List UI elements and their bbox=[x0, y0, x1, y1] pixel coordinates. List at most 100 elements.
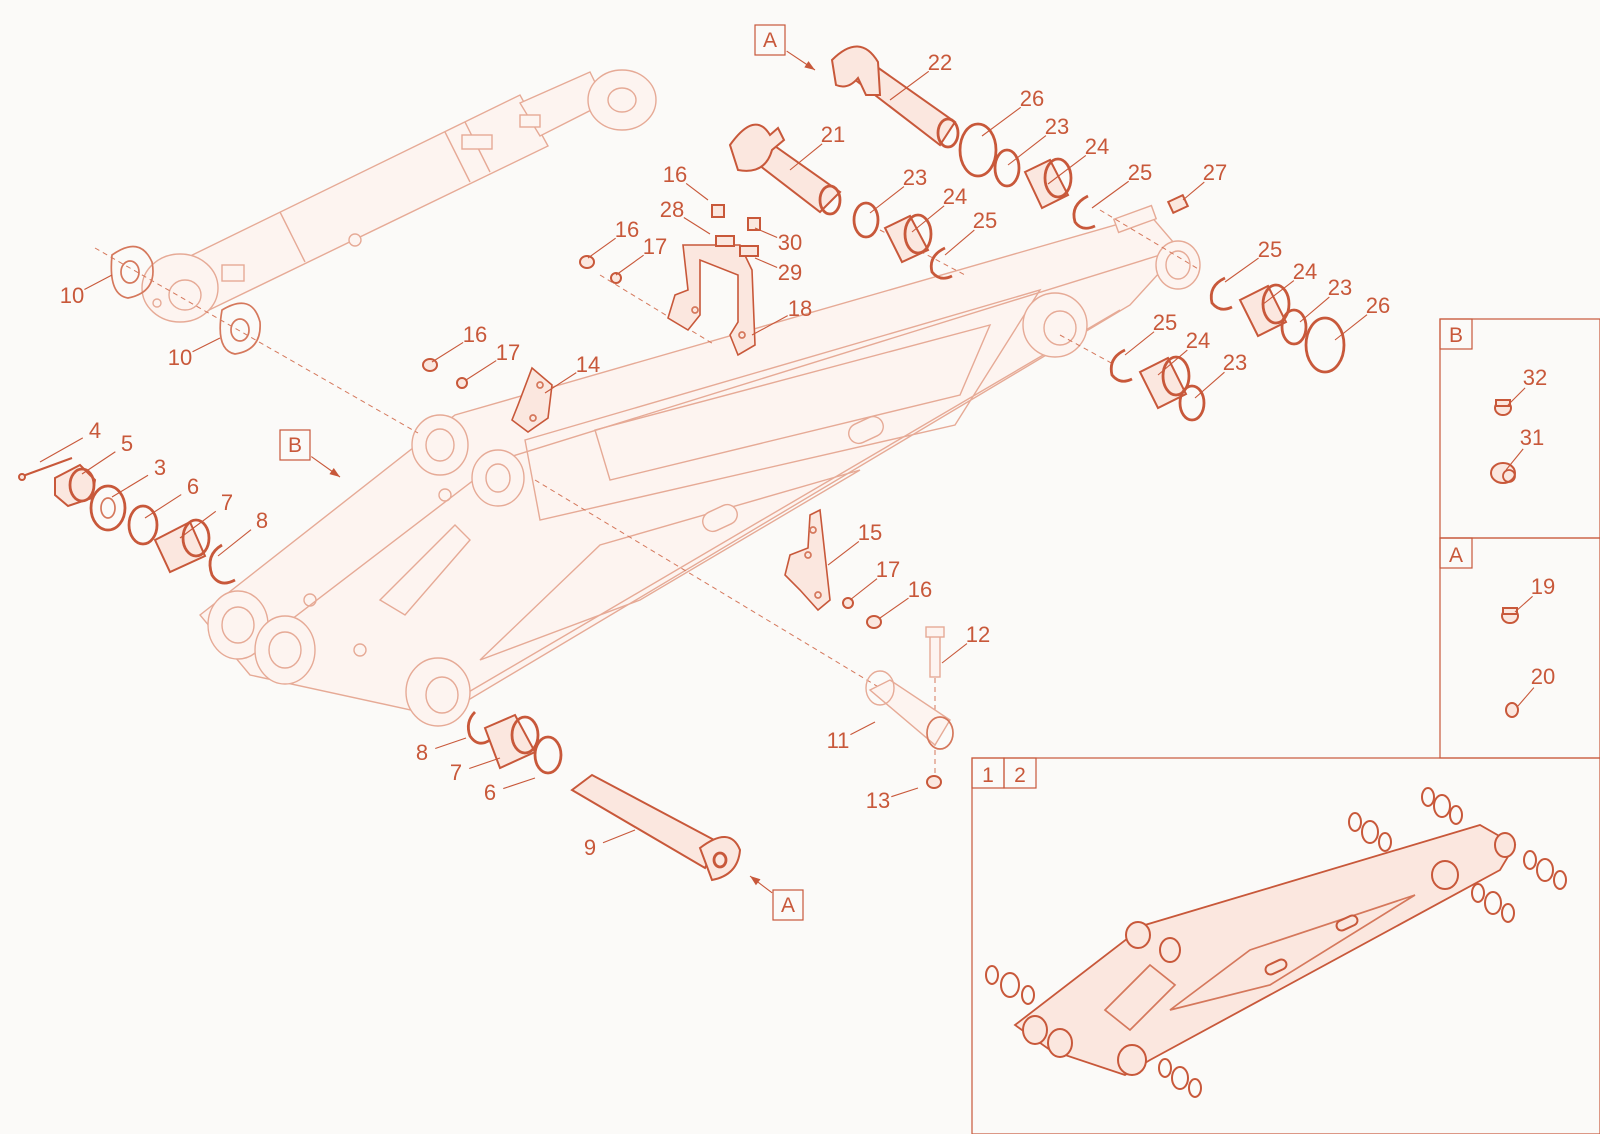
panel-b: B bbox=[1439, 318, 1600, 539]
callout-number: 6 bbox=[187, 474, 199, 499]
callout-c6a: 6 bbox=[144, 474, 199, 519]
callout-number: 11 bbox=[827, 728, 850, 753]
fitting-19 bbox=[1501, 607, 1519, 624]
callout-c5: 5 bbox=[81, 431, 133, 475]
callout-c23b: 23 bbox=[869, 165, 927, 214]
callout-number: 15 bbox=[858, 520, 882, 545]
callout-number: 16 bbox=[663, 162, 687, 187]
leader-line bbox=[1007, 135, 1047, 166]
leader-line bbox=[1517, 687, 1535, 707]
view-reference-boxes: ABA bbox=[279, 24, 816, 921]
leader-line bbox=[981, 106, 1022, 137]
reference-box bbox=[772, 889, 804, 921]
callout-c23d: 23 bbox=[1194, 350, 1247, 399]
callout-number: 25 bbox=[1258, 237, 1282, 262]
callout-number: 8 bbox=[256, 508, 268, 533]
reference-arrow-head bbox=[329, 467, 340, 477]
reference-box bbox=[279, 429, 311, 461]
callout-number: 16 bbox=[463, 322, 487, 347]
hydraulic-cylinder bbox=[141, 69, 657, 323]
callout-c16d: 16 bbox=[879, 577, 932, 619]
reference-letter: B bbox=[288, 434, 302, 457]
leader-line bbox=[179, 510, 217, 539]
callout-number: 25 bbox=[1153, 310, 1177, 335]
callout-number: 23 bbox=[1328, 275, 1352, 300]
leader-line bbox=[192, 337, 221, 353]
callout-number: 21 bbox=[821, 122, 845, 147]
panel-variants-tag-2: 2 bbox=[1014, 764, 1026, 787]
panel-a: A bbox=[1439, 537, 1600, 759]
leader-line bbox=[469, 757, 501, 770]
leader-line bbox=[751, 315, 788, 336]
callout-number: 28 bbox=[660, 197, 684, 222]
callout-number: 12 bbox=[966, 622, 990, 647]
callout-number: 16 bbox=[908, 577, 932, 602]
callout-number: 23 bbox=[903, 165, 927, 190]
bracket-18 bbox=[667, 244, 756, 357]
callout-c17a: 17 bbox=[615, 234, 667, 276]
callout-number: 23 bbox=[1223, 350, 1247, 375]
fitting-31 bbox=[1490, 462, 1516, 484]
callout-c16a: 16 bbox=[663, 162, 709, 201]
leader-line bbox=[1261, 280, 1295, 306]
fitting-20 bbox=[1505, 702, 1519, 718]
callout-c10a: 10 bbox=[60, 274, 113, 308]
callout-c11: 11 bbox=[827, 721, 876, 753]
reference-arrow-head bbox=[804, 61, 815, 70]
callout-c23c: 23 bbox=[1299, 275, 1352, 323]
leader-line bbox=[1182, 181, 1205, 201]
ref-a-top: A bbox=[754, 24, 816, 71]
pin-22 bbox=[830, 45, 960, 149]
snap-ring-8-upper bbox=[208, 543, 236, 585]
callout-number: 8 bbox=[416, 740, 428, 765]
callout-c14: 14 bbox=[544, 352, 600, 394]
callout-number: 25 bbox=[973, 208, 997, 233]
callout-number: 29 bbox=[778, 260, 802, 285]
stack-upper-right bbox=[958, 122, 1096, 230]
callout-c27: 27 bbox=[1182, 160, 1227, 201]
leader-line bbox=[1124, 331, 1155, 356]
leader-line bbox=[587, 237, 616, 259]
callout-number: 7 bbox=[221, 490, 233, 515]
leader-line bbox=[685, 183, 709, 201]
leader-line bbox=[465, 360, 497, 381]
callout-c13: 13 bbox=[866, 787, 919, 813]
ring-6-lower bbox=[533, 735, 563, 775]
leader-line bbox=[879, 597, 909, 619]
ref-b-left: B bbox=[279, 429, 341, 478]
leader-line bbox=[944, 229, 975, 256]
callout-number: 17 bbox=[876, 557, 900, 582]
callout-number: 18 bbox=[788, 296, 812, 321]
callout-c24a: 24 bbox=[1047, 134, 1109, 185]
callout-number: 25 bbox=[1128, 160, 1152, 185]
callout-c22: 22 bbox=[889, 50, 952, 101]
callout-number: 6 bbox=[484, 780, 496, 805]
leader-line bbox=[1514, 595, 1533, 613]
leader-line bbox=[683, 217, 711, 235]
bolt-12 bbox=[925, 626, 945, 678]
callout-number: 9 bbox=[584, 835, 596, 860]
leader-line bbox=[1224, 257, 1259, 283]
leader-line bbox=[1194, 371, 1225, 399]
ring-6-upper bbox=[127, 504, 159, 546]
callout-number: 24 bbox=[943, 184, 967, 209]
reference-arrow-head bbox=[750, 876, 761, 886]
bracket-14 bbox=[511, 366, 553, 433]
snap-ring-8-lower bbox=[466, 711, 491, 745]
leader-line bbox=[39, 437, 84, 463]
callout-c8b: 8 bbox=[416, 737, 467, 765]
stack-right-lower bbox=[1109, 348, 1206, 422]
leader-line bbox=[1091, 180, 1130, 209]
boom-body bbox=[199, 204, 1201, 727]
leader-line bbox=[602, 829, 636, 844]
bushing-7-upper bbox=[153, 518, 211, 574]
callout-c9: 9 bbox=[584, 829, 636, 860]
callout-c25d: 25 bbox=[1124, 310, 1177, 356]
pivot-pin-9 bbox=[570, 773, 742, 882]
callout-c20: 20 bbox=[1517, 664, 1555, 707]
leader-line bbox=[1334, 314, 1368, 341]
callout-c32: 32 bbox=[1507, 365, 1547, 406]
leader-line bbox=[911, 205, 945, 233]
leader-line bbox=[1505, 448, 1524, 471]
